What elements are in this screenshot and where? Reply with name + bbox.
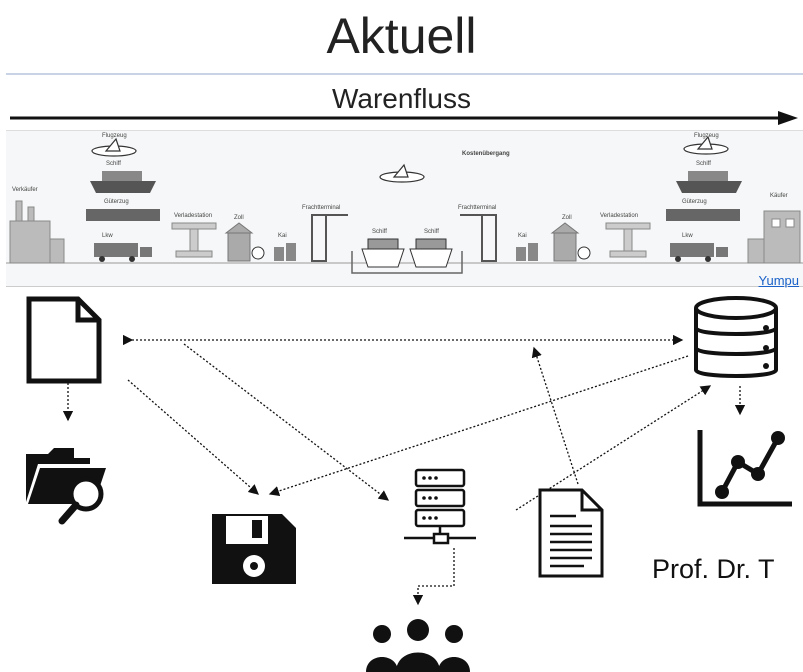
- source-link[interactable]: Yumpu: [758, 273, 799, 288]
- banner-label: Flugzeug: [694, 133, 719, 139]
- banner-label: Zoll: [234, 215, 244, 221]
- banner-label: Käufer: [770, 193, 788, 199]
- author-text: Prof. Dr. T: [652, 554, 775, 584]
- title-divider: [6, 73, 803, 75]
- text-document-icon: [538, 488, 604, 578]
- banner-label: Frachtterminal: [458, 205, 497, 211]
- banner-label: Verkäufer: [12, 187, 38, 193]
- line-chart-icon: [697, 430, 792, 507]
- banner-label: Schiff: [424, 229, 439, 235]
- database-icon: [694, 296, 778, 378]
- banner-label: Kai: [518, 233, 527, 239]
- banner-label: Frachtterminal: [302, 205, 341, 211]
- banner-label: Güterzug: [682, 199, 707, 205]
- page-title: Aktuell: [326, 8, 477, 64]
- flow-label: Warenfluss: [331, 83, 471, 114]
- banner-label: Lkw: [102, 233, 113, 239]
- supply-chain-illustration: [6, 135, 803, 274]
- banner-label: Schiff: [372, 229, 387, 235]
- banner-label: Verladestation: [600, 213, 639, 219]
- flow-arrow: [10, 111, 798, 125]
- banner-label: Lkw: [682, 233, 693, 239]
- document-icon: [26, 296, 102, 384]
- banner-label: Zoll: [562, 215, 572, 221]
- folder-search-icon: [26, 448, 106, 525]
- server-icon: [404, 468, 476, 545]
- banner-label: Kai: [278, 233, 287, 239]
- banner-label: Verladestation: [174, 213, 213, 219]
- supply-chain-banner: Verkäufer Flugzeug Schiff Güterzug Lkw V…: [6, 130, 803, 287]
- banner-label: Flugzeug: [102, 133, 127, 139]
- banner-label: Schiff: [106, 161, 121, 167]
- floppy-disk-icon: [212, 514, 296, 584]
- banner-label: Güterzug: [104, 199, 129, 205]
- team-icon: [366, 619, 470, 672]
- banner-label: Kostenübergang: [462, 151, 510, 157]
- banner-label: Schiff: [696, 161, 711, 167]
